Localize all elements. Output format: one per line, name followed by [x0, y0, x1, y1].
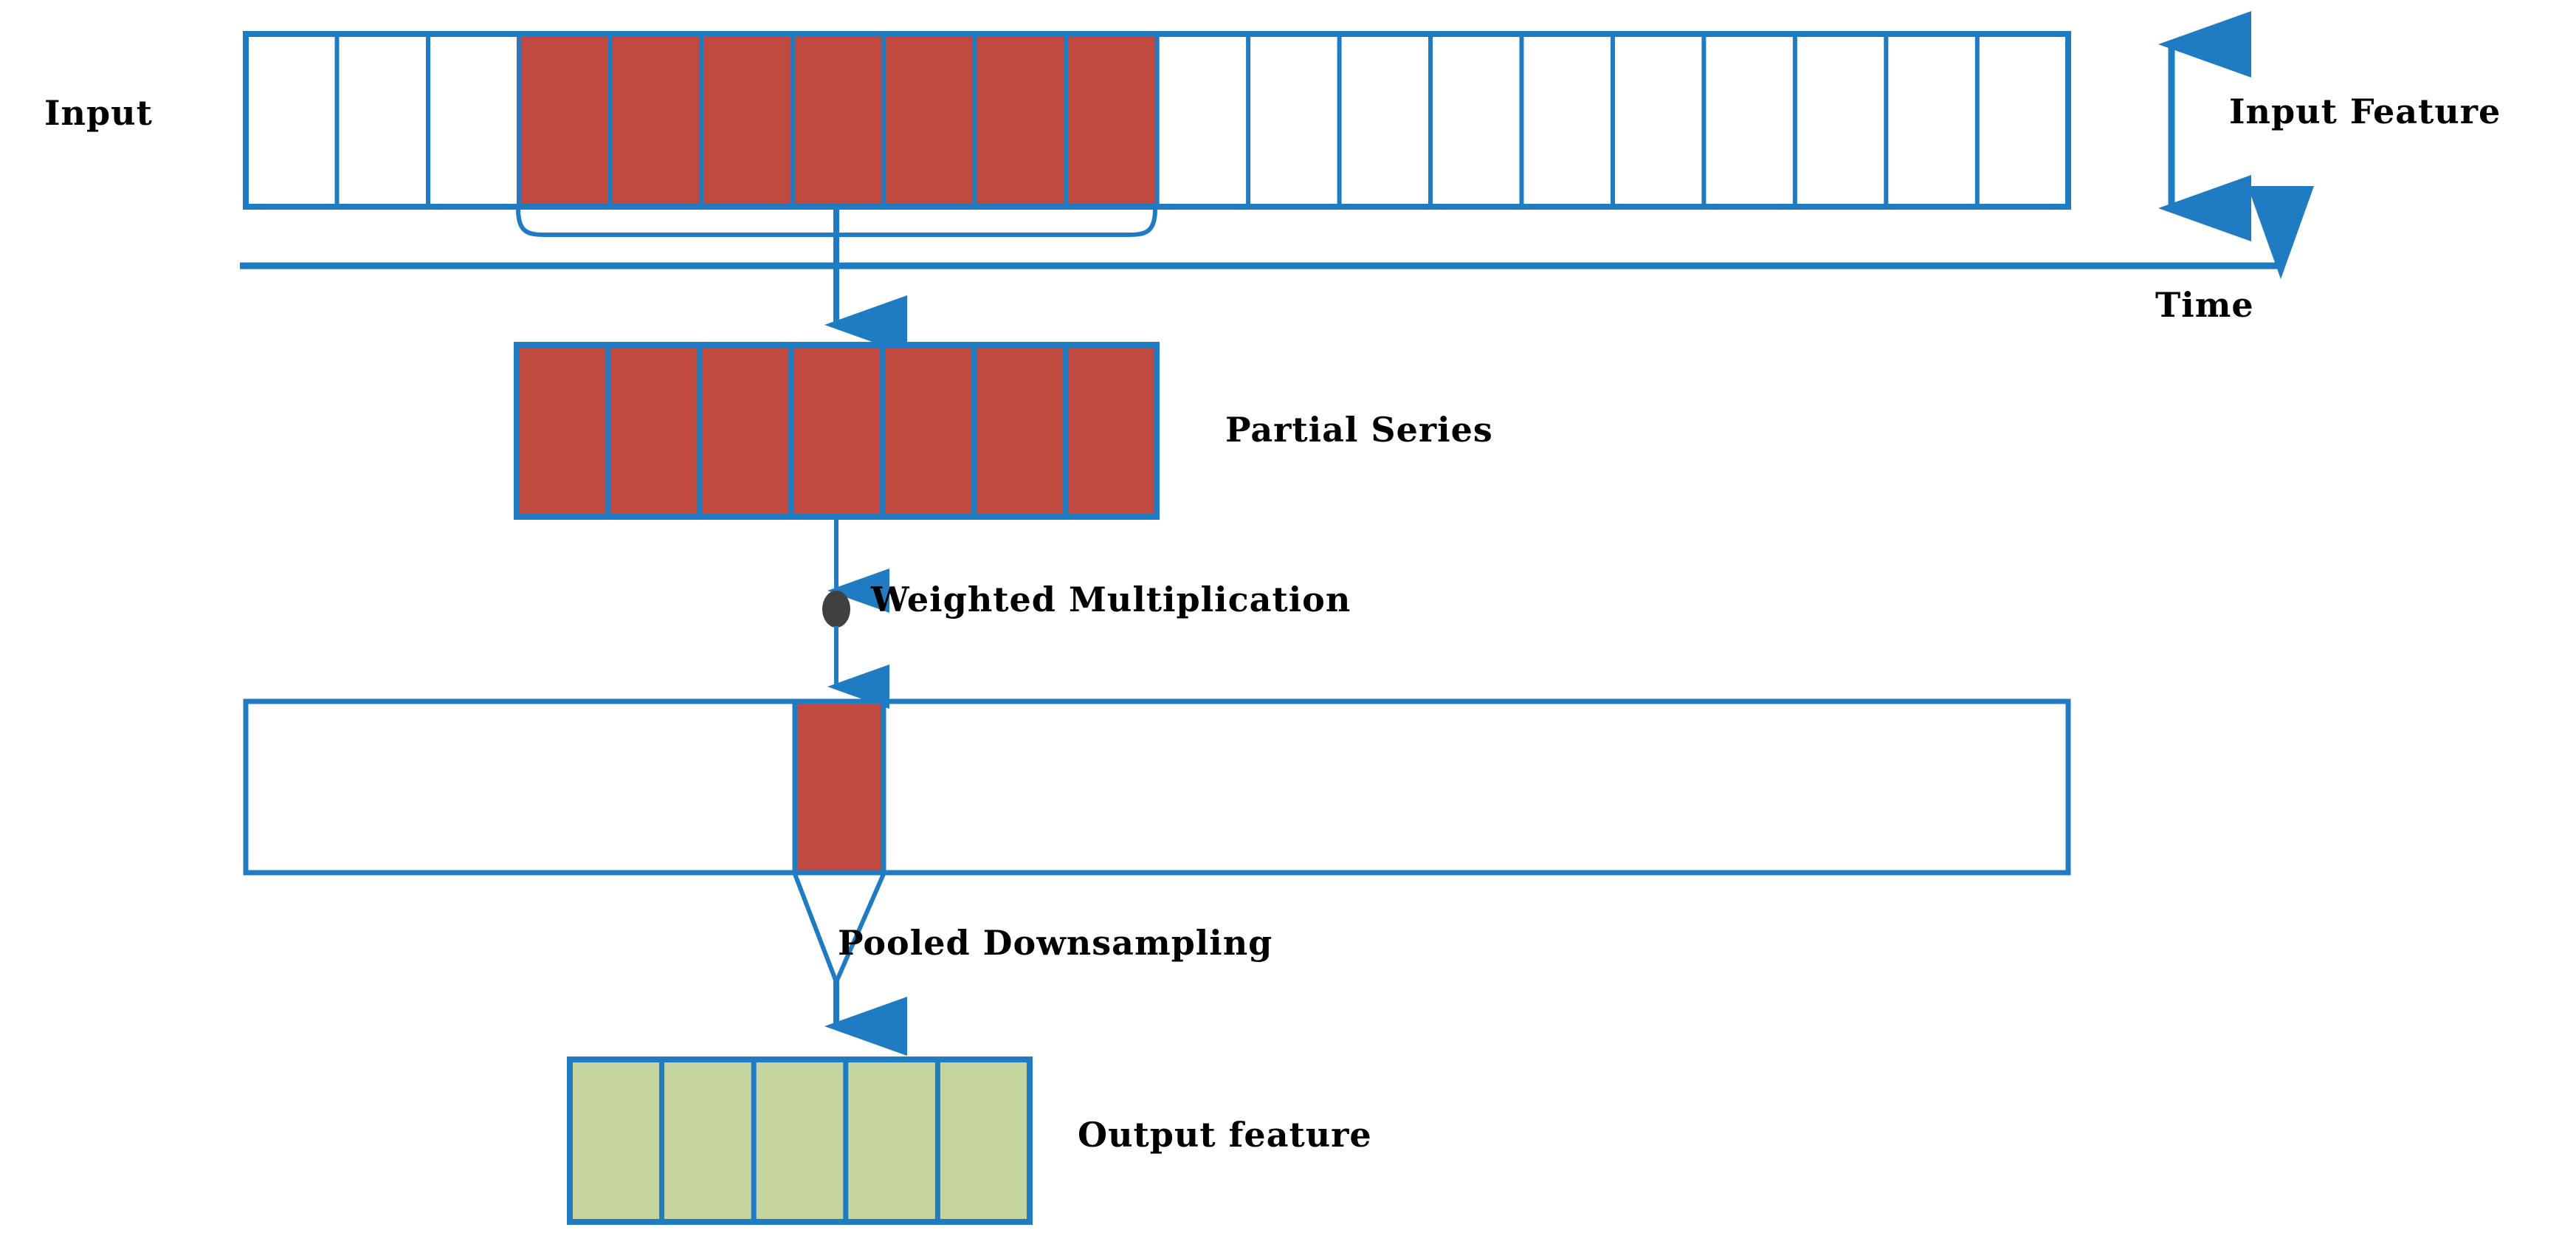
- output-feature-frame: [567, 1057, 1033, 1225]
- output-feature-dividers: [659, 1059, 940, 1222]
- partial-series-label: Partial Series: [1225, 410, 1493, 450]
- pooled-row-bar[interactable]: [243, 698, 2071, 876]
- pooled-row-highlight-cell: [792, 698, 886, 876]
- output-feature-bar[interactable]: [567, 1057, 1033, 1225]
- partial-series-bar[interactable]: [514, 342, 1160, 520]
- weighted-dot: [822, 591, 850, 628]
- output-feature-label: Output feature: [1078, 1115, 1372, 1155]
- pooled-row-frame: [243, 698, 2071, 876]
- input-highlight-block: [517, 34, 1157, 207]
- partial-series-dividers: [605, 345, 1069, 517]
- input-feature-label: Input Feature: [2229, 92, 2501, 131]
- pooled-downsampling-label: Pooled Downsampling: [838, 923, 1273, 963]
- input-series-bar[interactable]: [243, 31, 2071, 210]
- time-axis-label: Time: [2155, 285, 2254, 325]
- output-feature-fill: [570, 1059, 1030, 1222]
- weighted-multiplication-label: Weighted Multiplication: [871, 580, 1351, 619]
- input-series-dividers: [334, 34, 1980, 207]
- input-label: Input: [44, 93, 153, 133]
- partial-series-fill: [517, 345, 1157, 517]
- arrow-pooled-to-output: [793, 873, 907, 1056]
